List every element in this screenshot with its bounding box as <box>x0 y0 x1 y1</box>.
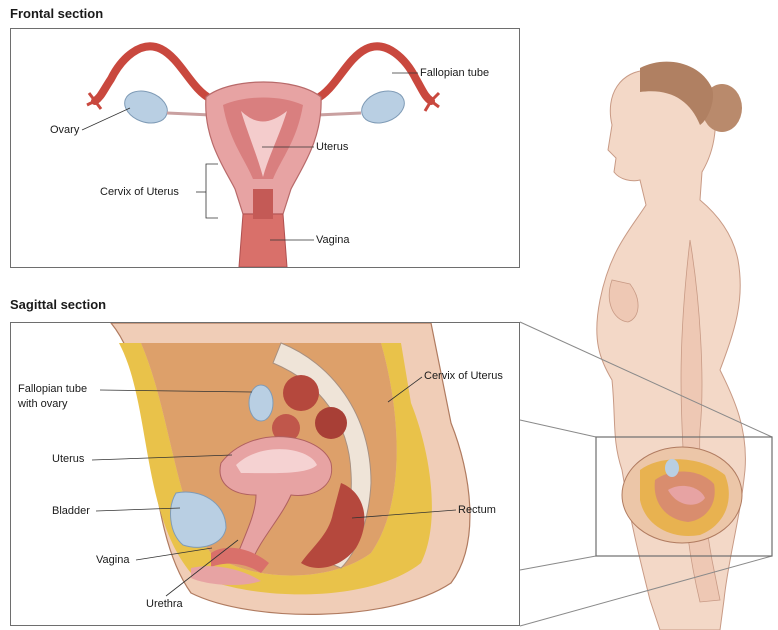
sagittal-section-panel <box>10 322 520 626</box>
connector-line-mid <box>520 420 596 437</box>
label-bladder: Bladder <box>52 505 90 518</box>
sagittal-pelvis-illustration <box>11 323 519 625</box>
female-figure <box>597 62 746 630</box>
label-vagina: Vagina <box>316 234 349 247</box>
label-fallopian-tube-with-ovary-line1: Fallopian tube <box>18 383 87 396</box>
frontal-uterus-illustration <box>11 29 519 267</box>
label-urethra: Urethra <box>146 598 183 611</box>
label-cervix-of-uterus: Cervix of Uterus <box>100 186 179 199</box>
label-fallopian-tube-with-ovary-line2: with ovary <box>18 398 68 411</box>
label-sagittal-cervix-of-uterus: Cervix of Uterus <box>424 370 503 383</box>
label-sagittal-uterus: Uterus <box>52 453 84 466</box>
frontal-section-panel <box>10 28 520 268</box>
label-uterus: Uterus <box>316 141 348 154</box>
label-rectum: Rectum <box>458 504 496 517</box>
label-fallopian-tube: Fallopian tube <box>420 67 489 80</box>
sagittal-section-title: Sagittal section <box>10 297 106 312</box>
label-ovary: Ovary <box>50 124 79 137</box>
connector-line-low <box>520 556 596 570</box>
label-sagittal-vagina: Vagina <box>96 554 129 567</box>
frontal-section-title: Frontal section <box>10 6 103 21</box>
